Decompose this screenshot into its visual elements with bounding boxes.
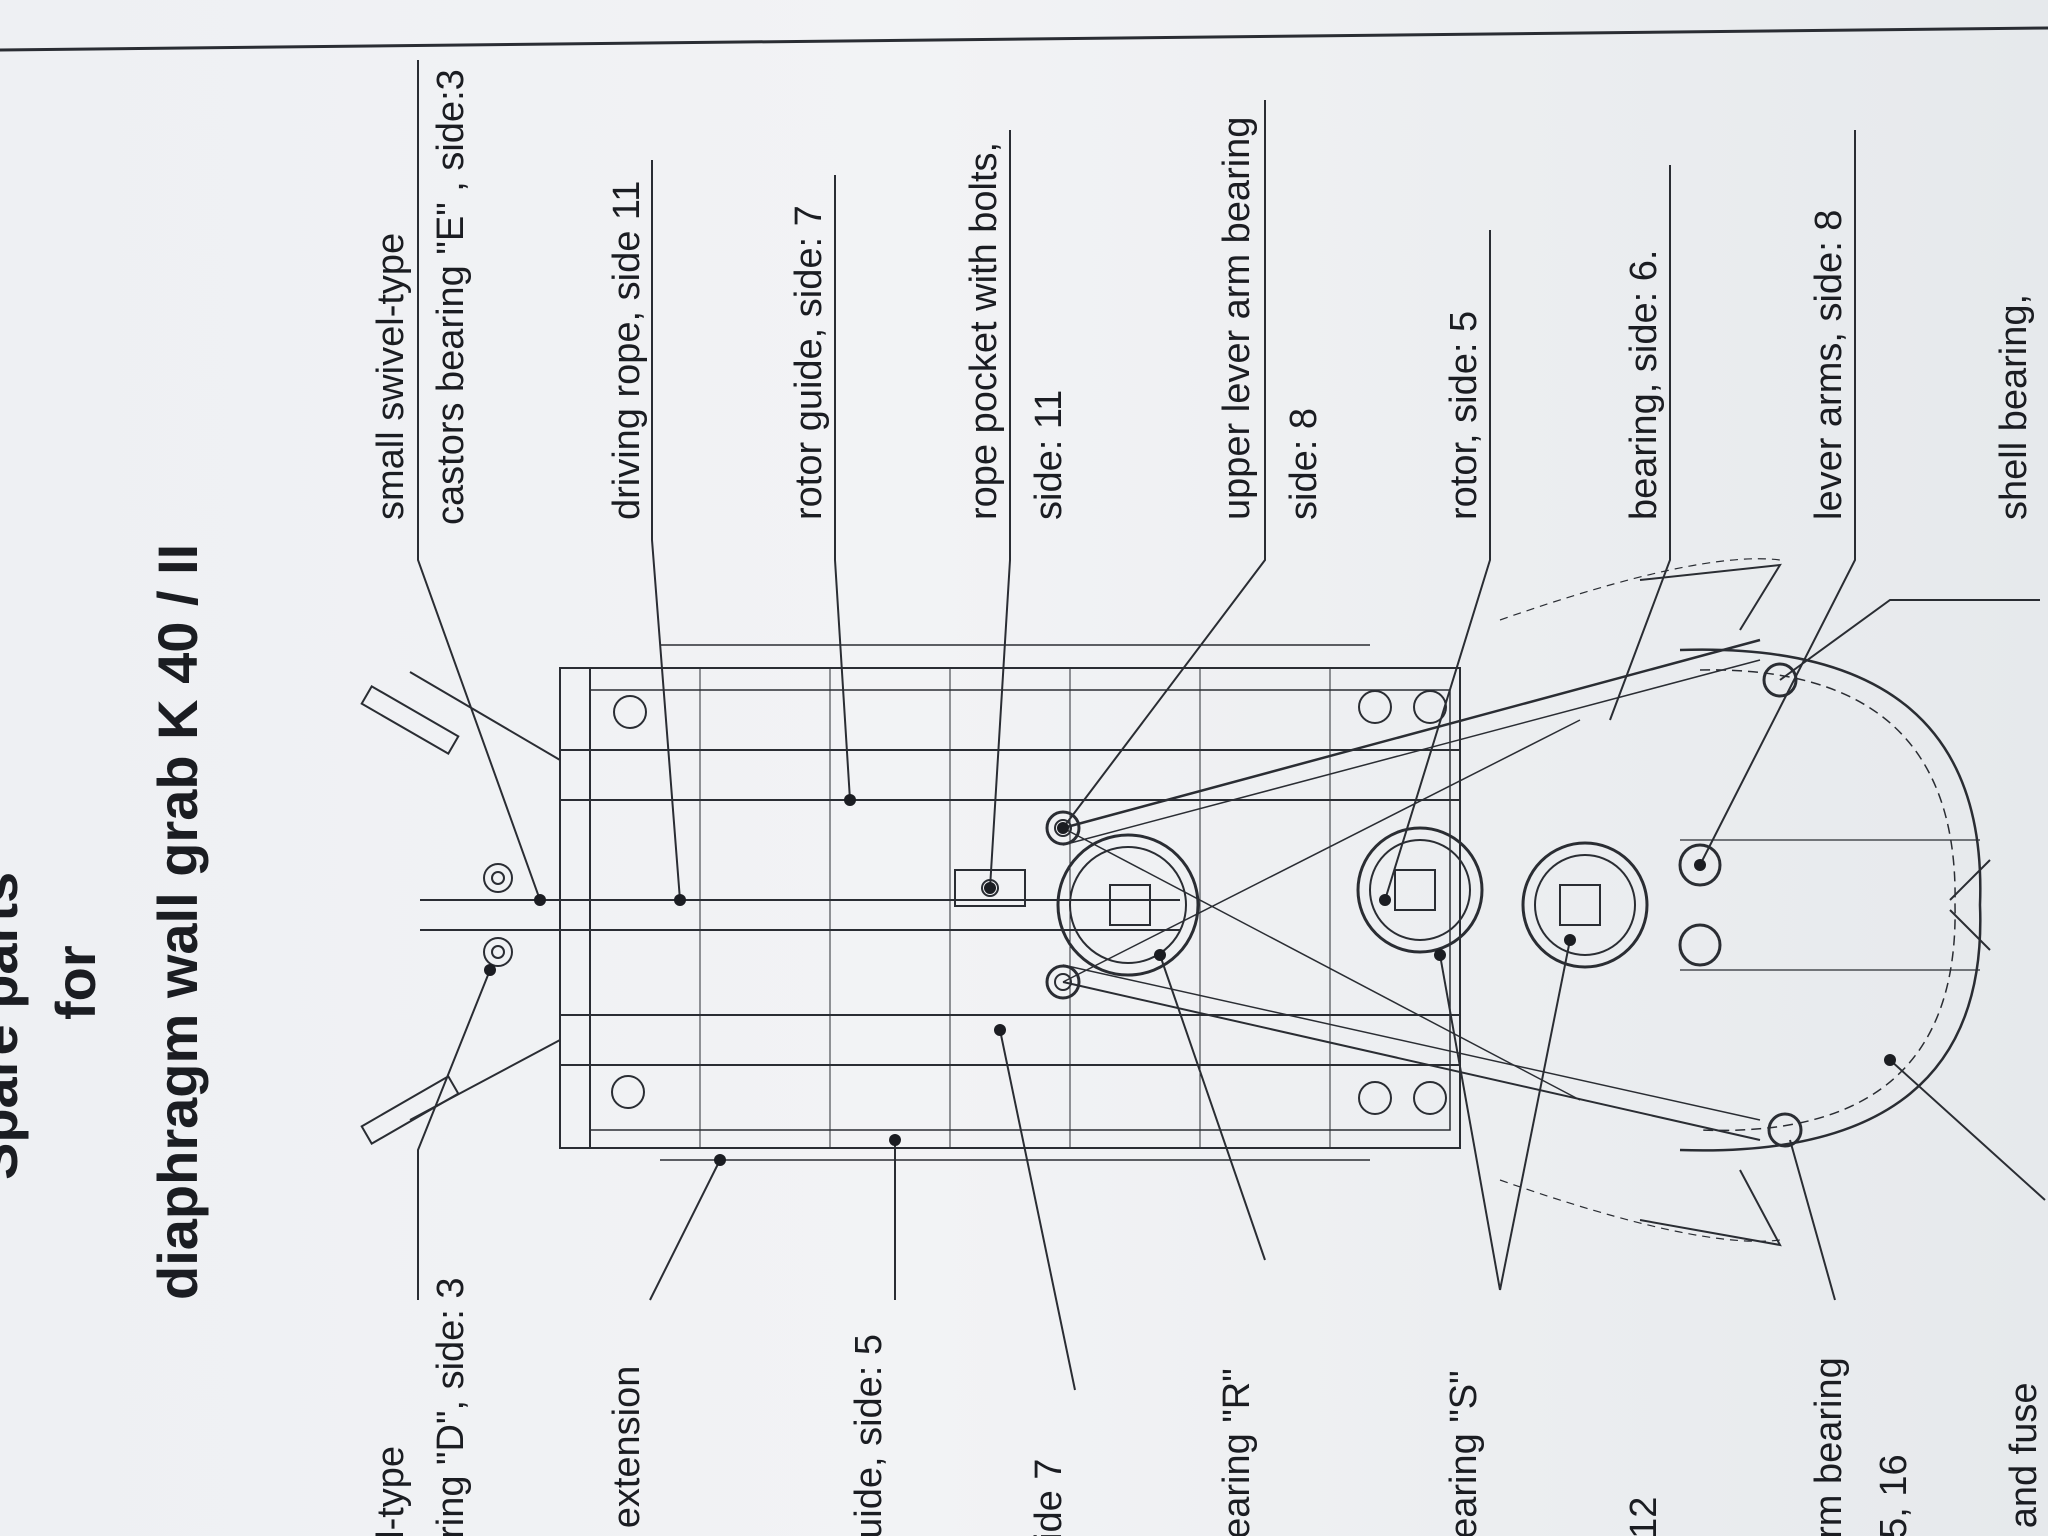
label-bearing-s: bearing "S" bbox=[1443, 1370, 1485, 1536]
label-rope-pocket-side: side: 11 bbox=[1028, 389, 1070, 520]
label-upper-lever-side: side: 8 bbox=[1283, 408, 1325, 520]
label-rotor: rotor, side: 5 bbox=[1443, 310, 1485, 520]
label-bearing-r: bearing "R" bbox=[1216, 1368, 1258, 1536]
label-driving-rope: driving rope, side 11 bbox=[606, 180, 648, 520]
lever-arm-bearings bbox=[1045, 662, 1803, 1148]
label-small-swivel: small swivel-type bbox=[370, 232, 412, 520]
rope-pocket-shape bbox=[954, 869, 1026, 907]
label-upper-lever-arm: upper lever arm bearing bbox=[1216, 116, 1258, 520]
spare-parts-heading: Spare parts bbox=[0, 871, 29, 1180]
label-side-12: : 12 bbox=[1623, 1496, 1665, 1536]
page-border-line bbox=[0, 26, 2048, 52]
for-heading: for bbox=[44, 945, 107, 1020]
label-swivel-type: el-type bbox=[370, 1445, 412, 1536]
leader-dots bbox=[484, 794, 1896, 1166]
rotors bbox=[1056, 826, 1649, 977]
label-rotor-guide: rotor guide, side: 7 bbox=[788, 205, 830, 520]
shell-outline bbox=[1499, 558, 1991, 1247]
label-sides-15-16: 15, 16 bbox=[1873, 1454, 1915, 1536]
leader-lines-right bbox=[417, 60, 2040, 901]
label-extension: e extension bbox=[606, 1365, 648, 1536]
label-castors-e: castors bearing "E" , side:3 bbox=[430, 69, 472, 525]
label-lever-arms: lever arms, side: 8 bbox=[1808, 209, 1850, 520]
label-fuse: e and fuse bbox=[2003, 1382, 2045, 1536]
label-guide-5: guide, side: 5 bbox=[848, 1333, 890, 1536]
top-pulleys bbox=[360, 671, 1180, 1146]
label-rope-pocket: rope pocket with bolts, bbox=[963, 141, 1005, 520]
label-side-7: side 7 bbox=[1028, 1458, 1070, 1536]
label-bearing-6: bearing, side: 6. bbox=[1623, 249, 1665, 520]
leader-lines-left bbox=[417, 939, 2046, 1391]
label-arm-bearing: arm bearing bbox=[1808, 1357, 1850, 1536]
label-bearing-d: aring "D", side: 3 bbox=[430, 1277, 472, 1536]
document-title: diaphragm wall grab K 40 / II bbox=[146, 543, 209, 1300]
label-shell-bearing: shell bearing, bbox=[1993, 293, 2035, 520]
